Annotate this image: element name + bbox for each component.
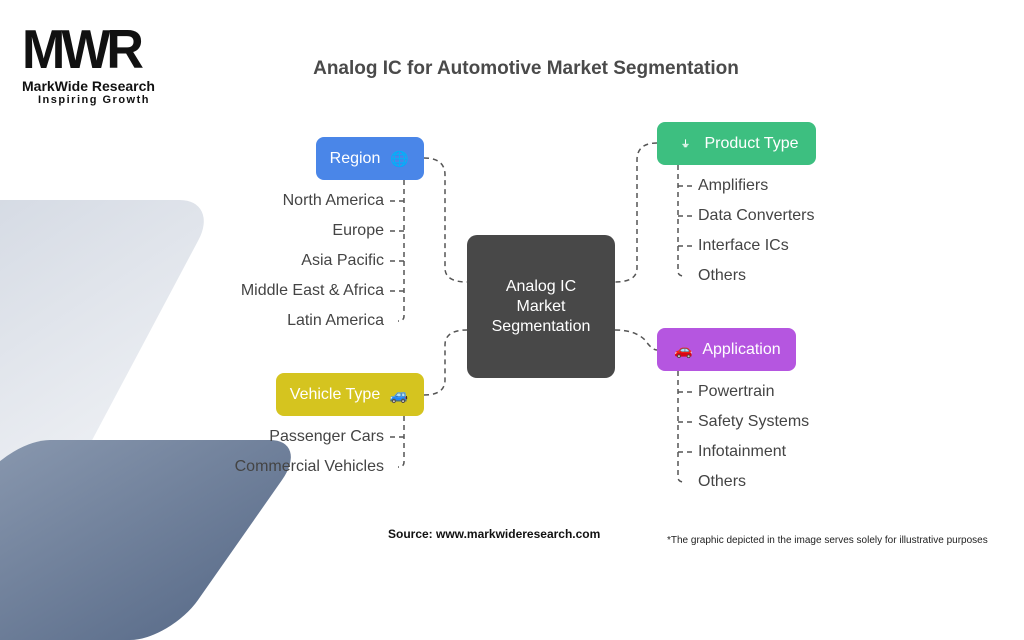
logo-mark: MWR: [22, 19, 144, 81]
vehicle-type-node: Vehicle Type 🚙: [276, 373, 424, 416]
center-text: Market: [516, 297, 566, 315]
list-item: Amplifiers: [698, 177, 769, 194]
list-item: Latin America: [287, 312, 384, 329]
list-item: Asia Pacific: [301, 252, 384, 269]
list-item: Middle East & Africa: [240, 282, 384, 299]
source-text: Source: www.markwideresearch.com: [388, 527, 601, 541]
car-dollar-icon: 🚙: [389, 386, 409, 404]
product-type-label: Product Type: [704, 134, 799, 152]
connector-lines: [390, 142, 692, 483]
list-item: Commercial Vehicles: [234, 458, 384, 475]
center-text: Analog IC: [505, 277, 577, 295]
logo: MWR MarkWide Research Inspiring Growth: [22, 19, 155, 106]
globe-icon: 🌐: [390, 150, 409, 168]
region-label: Region: [329, 149, 381, 167]
list-item: Others: [698, 267, 747, 284]
list-item: Interface ICs: [698, 237, 789, 254]
vehicle-type-label: Vehicle Type: [289, 385, 381, 403]
application-label: Application: [702, 340, 781, 358]
usb-type-c-icon: ⏚: [680, 139, 690, 149]
list-item: Passenger Cars: [269, 428, 384, 445]
connected-car-icon: 🚗: [674, 341, 693, 359]
product-type-node: ⏚ Product Type: [657, 122, 816, 165]
logo-name: MarkWide Research: [22, 78, 155, 94]
list-item: Data Converters: [698, 207, 815, 224]
list-item: Infotainment: [698, 443, 787, 460]
application-node: 🚗 Application: [657, 328, 796, 371]
list-item: Safety Systems: [698, 413, 810, 430]
list-item: Others: [698, 473, 747, 490]
page-title: Analog IC for Automotive Market Segmenta…: [313, 58, 739, 79]
list-item: North America: [282, 192, 384, 209]
center-text: Segmentation: [491, 317, 591, 335]
region-node: Region 🌐: [316, 137, 424, 180]
logo-tagline: Inspiring Growth: [38, 94, 150, 106]
footnote: *The graphic depicted in the image serve…: [667, 535, 988, 546]
list-item: Europe: [332, 222, 384, 239]
list-item: Powertrain: [698, 383, 775, 400]
